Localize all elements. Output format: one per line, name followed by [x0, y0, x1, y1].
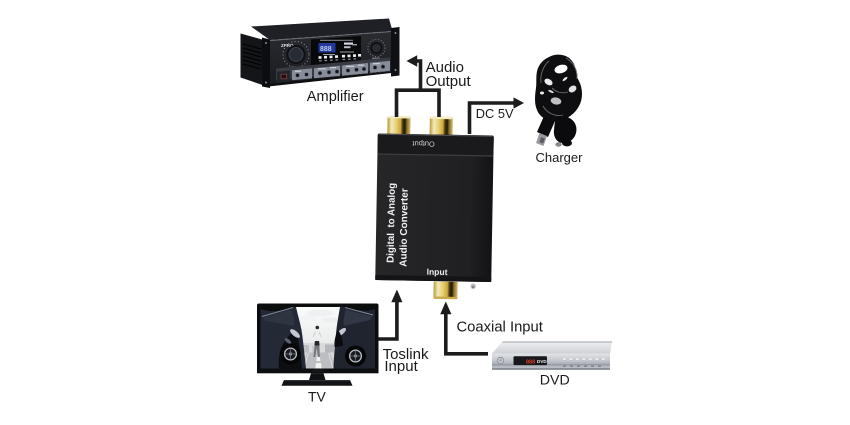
svg-text:Audio Converter: Audio Converter [398, 188, 410, 267]
svg-text:Input: Input [427, 267, 448, 277]
svg-text:888: 888 [320, 46, 332, 53]
svg-text:Input: Input [384, 358, 418, 375]
svg-text:TV: TV [308, 389, 327, 405]
svg-text:DVD: DVD [537, 359, 547, 364]
svg-text:Coaxial Input: Coaxial Input [457, 320, 543, 336]
svg-text:Digital to Analog: Digital to Analog [386, 183, 398, 263]
svg-text:Amplifier: Amplifier [307, 89, 364, 105]
svg-text:Toslink: Toslink [383, 346, 429, 363]
svg-text:ZPRO: ZPRO [281, 43, 294, 48]
svg-text:Output: Output [412, 139, 434, 148]
svg-text:888: 888 [526, 359, 535, 365]
svg-text:Charger: Charger [536, 150, 584, 165]
svg-text:Audio: Audio [426, 59, 464, 76]
svg-text:DC 5V: DC 5V [476, 106, 514, 121]
svg-text:Output: Output [426, 73, 472, 90]
svg-text:DVD: DVD [540, 373, 570, 389]
